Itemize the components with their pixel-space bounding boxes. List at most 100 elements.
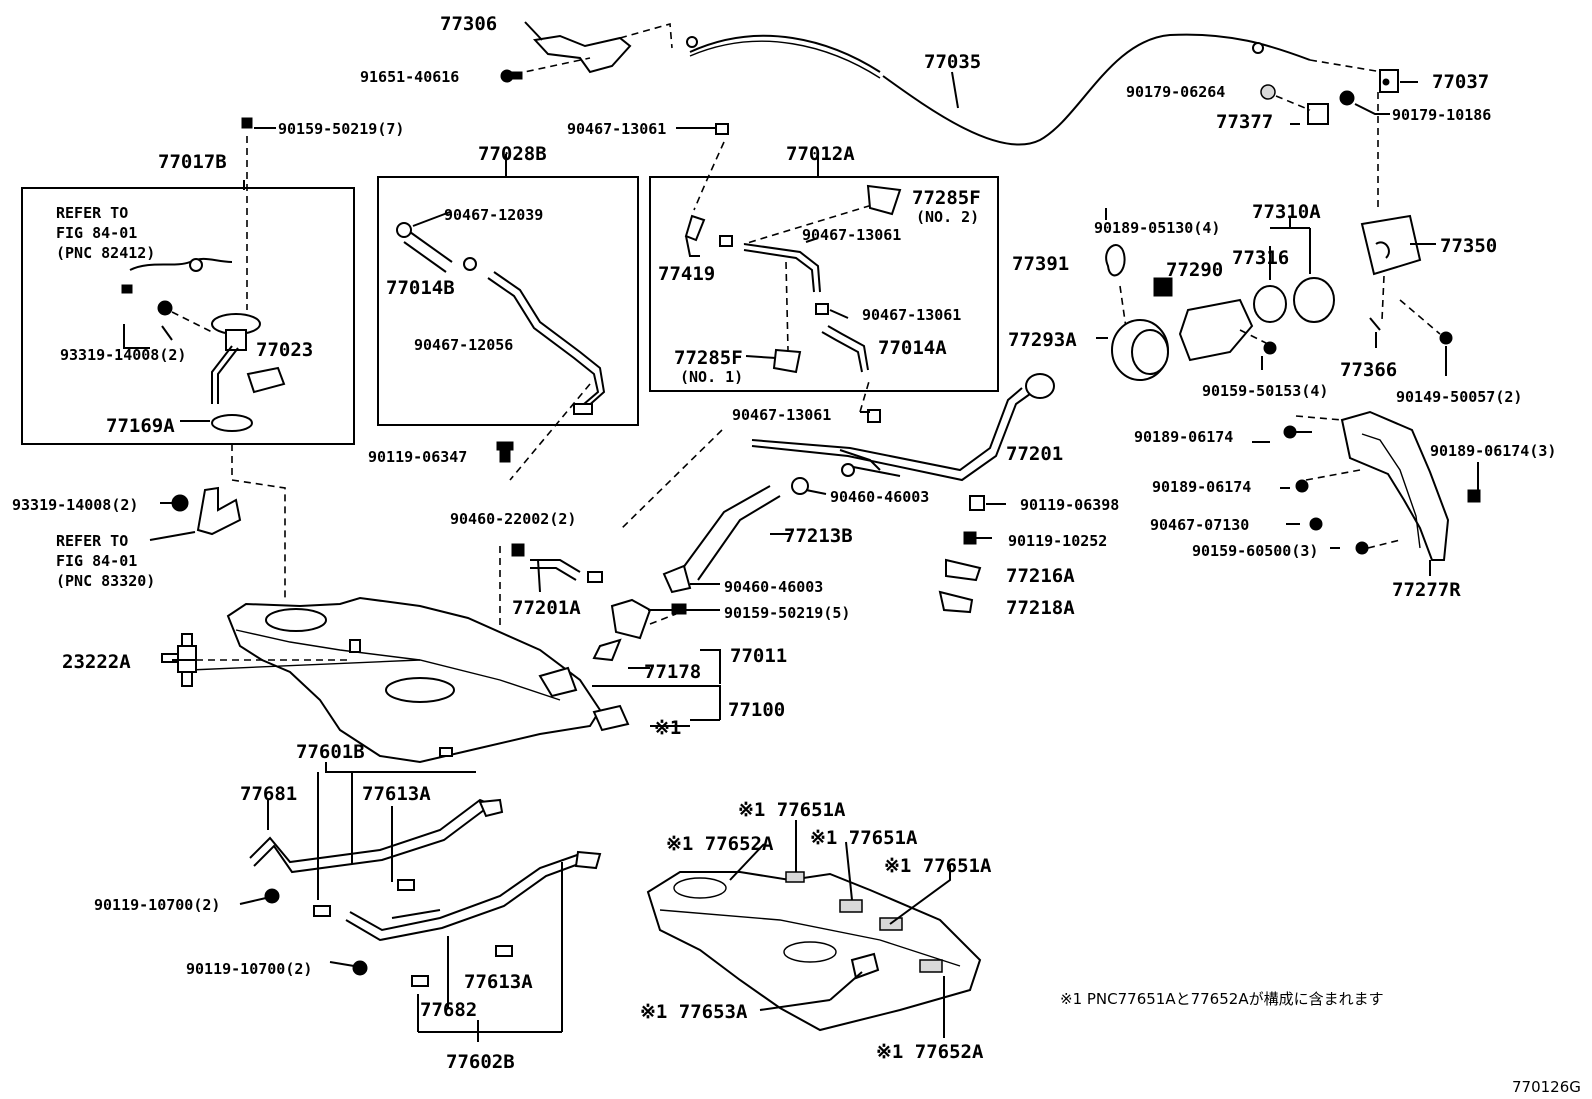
group-box-77028b	[377, 176, 639, 426]
label-77391: 77391	[1012, 253, 1069, 275]
label-90460-46003-b: 90460-46003	[724, 578, 823, 596]
hose-77213b	[662, 477, 809, 594]
label-77613a-a: 77613A	[362, 783, 431, 805]
label-77285f-no2: 77285F	[912, 187, 981, 209]
label-77012a: 77012A	[786, 143, 855, 165]
label-90467-13061-c: 90467-13061	[862, 306, 961, 324]
fuel-tank-77100	[189, 596, 630, 764]
label-93319-14008-b: 93319-14008(2)	[12, 496, 138, 514]
label-77652a-b: ※1 77652A	[876, 1041, 984, 1063]
liner-77277r	[1283, 410, 1481, 576]
label-77035: 77035	[924, 51, 981, 73]
lock-bracket-77306	[514, 21, 673, 75]
label-77290: 77290	[1166, 259, 1223, 281]
label-77218a: 77218A	[1006, 597, 1075, 619]
label-90467-13061-d: 90467-13061	[732, 406, 831, 424]
label-no1: (NO. 1)	[680, 368, 743, 386]
label-90467-12056: 90467-12056	[414, 336, 513, 354]
bolt-91651-40616	[500, 69, 523, 83]
label-77601b: 77601B	[296, 741, 365, 763]
label-77651a-a: ※1 77651A	[738, 799, 846, 821]
label-77023: 77023	[256, 339, 313, 361]
clamp-77037	[1379, 69, 1418, 93]
label-77178: 77178	[644, 661, 701, 683]
label-90149-50057: 90149-50057(2)	[1396, 388, 1522, 406]
label-90159-50219-5: 90159-50219(5)	[724, 604, 850, 622]
label-90179-06264: 90179-06264	[1126, 83, 1225, 101]
fuel-tank-pads-view	[646, 820, 982, 1038]
group-box-77017b	[21, 187, 355, 445]
label-90460-22002: 90460-22002(2)	[450, 510, 576, 528]
label-77653a: ※1 77653A	[640, 1001, 748, 1023]
label-91651-40616: 91651-40616	[360, 68, 459, 86]
label-77100: 77100	[728, 699, 785, 721]
label-90189-06174-b: 90189-06174	[1152, 478, 1251, 496]
label-mark1: ※1	[654, 717, 681, 739]
filler-cap-assembly	[1105, 216, 1335, 381]
label-90467-07130: 90467-07130	[1150, 516, 1249, 534]
ref1-line1: REFER TO	[56, 204, 128, 222]
label-77011: 77011	[730, 645, 787, 667]
label-77652a-a: ※1 77652A	[666, 833, 774, 855]
label-90467-12039: 90467-12039	[444, 206, 543, 224]
label-90119-10700-a: 90119-10700(2)	[94, 896, 220, 914]
fuel-lid-77350	[1360, 214, 1453, 345]
label-90159-50219-7: 90159-50219(7)	[278, 120, 404, 138]
bolt-90119-06347	[496, 441, 514, 463]
label-77201: 77201	[1006, 443, 1063, 465]
label-77613a-b: 77613A	[464, 971, 533, 993]
bracket-77023-hose	[123, 324, 150, 349]
label-90159-50153: 90159-50153(4)	[1202, 382, 1328, 400]
label-90119-06347: 90119-06347	[368, 448, 467, 466]
label-90159-60500: 90159-60500(3)	[1192, 542, 1318, 560]
group-box-77012a	[649, 176, 999, 392]
fuel-pump-gauge-77017b	[121, 117, 286, 432]
label-77213b: 77213B	[784, 525, 853, 547]
label-77014b: 77014B	[386, 277, 455, 299]
leader-77017b	[231, 444, 286, 600]
figure-code: 770126G	[1512, 1078, 1581, 1096]
label-77285f-no1: 77285F	[674, 347, 743, 369]
ref2-line1: REFER TO	[56, 532, 128, 550]
leader-lines	[161, 127, 1447, 967]
ref2-line2: FIG 84-01	[56, 552, 137, 570]
label-77169a: 77169A	[106, 415, 175, 437]
label-90467-13061-a: 90467-13061	[567, 120, 666, 138]
label-77651a-b: ※1 77651A	[810, 827, 918, 849]
label-77366: 77366	[1340, 359, 1397, 381]
vent-hoses-77012a	[684, 123, 902, 374]
sender-bracket-93319	[149, 486, 242, 541]
label-77216a: 77216A	[1006, 565, 1075, 587]
label-90119-10700-b: 90119-10700(2)	[186, 960, 312, 978]
label-77350: 77350	[1440, 235, 1497, 257]
label-90467-13061-b: 90467-13061	[802, 226, 901, 244]
label-90460-46003-a: 90460-46003	[830, 488, 929, 506]
filler-pipe-77201	[619, 373, 1055, 531]
hose-77014b	[396, 211, 606, 481]
spring-77377	[1260, 84, 1390, 210]
label-77316: 77316	[1232, 247, 1289, 269]
label-90179-10186: 90179-10186	[1392, 106, 1491, 124]
label-77419: 77419	[658, 263, 715, 285]
label-77377: 77377	[1216, 111, 1273, 133]
ref2-line3: (PNC 83320)	[56, 572, 155, 590]
label-90189-06174-3: 90189-06174(3)	[1430, 442, 1556, 460]
brackets-77216a-77218a	[938, 495, 1006, 614]
label-93319-14008-a: 93319-14008(2)	[60, 346, 186, 364]
label-77017b: 77017B	[158, 151, 227, 173]
label-77651a-c: ※1 77651A	[884, 855, 992, 877]
hose-77201a	[499, 543, 603, 626]
label-90119-06398: 90119-06398	[1020, 496, 1119, 514]
label-77306: 77306	[440, 13, 497, 35]
label-90119-10252: 90119-10252	[1008, 532, 1107, 550]
ref1-line3: (PNC 82412)	[56, 244, 155, 262]
label-77682: 77682	[420, 999, 477, 1021]
fuel-lid-cable-assembly	[686, 33, 1383, 146]
tank-straps	[249, 762, 602, 1042]
label-90189-05130: 90189-05130(4)	[1094, 219, 1220, 237]
label-77201a: 77201A	[512, 597, 581, 619]
label-77014a: 77014A	[878, 337, 947, 359]
label-no2: (NO. 2)	[916, 208, 979, 226]
label-77037: 77037	[1432, 71, 1489, 93]
